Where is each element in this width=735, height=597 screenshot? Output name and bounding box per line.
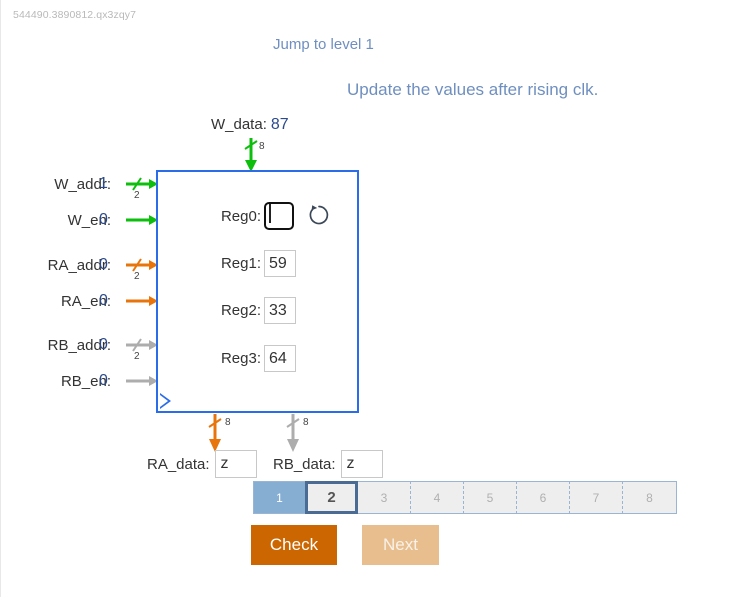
ra-addr-label: RA_addr:: [47, 257, 111, 274]
reg0-label: Reg0:: [220, 207, 261, 225]
reg2-label: Reg2:: [220, 302, 261, 319]
w-en-value: 0: [99, 211, 108, 228]
w-data-arrow-icon: [244, 138, 258, 172]
clock-input-triangle-inner: [160, 395, 168, 407]
input-signal-rb-addr: RB_addr:: [1, 337, 111, 357]
input-signal-w-en: W_en:: [1, 212, 111, 232]
reg1-label: Reg1:: [220, 255, 261, 272]
ra-data-label: RA_data:: [147, 455, 210, 473]
output-signal-ra-data: RA_data:: [147, 450, 257, 478]
rb-en-arrow-icon: [126, 376, 158, 386]
w-data-bus-width: 8: [259, 141, 265, 152]
ra-en-label: RA_en:: [60, 293, 111, 310]
rb-en-value: 0: [99, 372, 108, 389]
rb-addr-arrow-icon: [126, 338, 158, 352]
reg3-label: Reg3:: [220, 350, 261, 367]
step-7[interactable]: 7: [570, 481, 623, 514]
input-signal-ra-addr: RA_addr:: [1, 257, 111, 277]
rb-addr-value: 0: [99, 336, 108, 353]
rb-data-label: RB_data:: [273, 455, 336, 473]
rb-data-bus-width: 8: [303, 417, 309, 428]
step-5[interactable]: 5: [464, 481, 517, 514]
register-row-reg2: Reg2:: [209, 297, 296, 324]
w-data-value: 87: [270, 116, 289, 133]
ra-en-arrow-icon: [126, 296, 158, 306]
step-2[interactable]: 2: [305, 481, 358, 514]
register-row-reg3: Reg3:: [209, 345, 296, 372]
rb-addr-label: RB_addr:: [47, 337, 111, 354]
input-signal-w-addr: W_addr:: [1, 176, 111, 196]
rb-en-label: RB_en:: [60, 373, 111, 390]
reg1-input[interactable]: [264, 250, 296, 277]
reg0-text-caret: [269, 204, 271, 223]
ra-addr-value: 0: [99, 256, 108, 273]
register-row-reg0: Reg0:: [209, 202, 294, 230]
step-6[interactable]: 6: [517, 481, 570, 514]
ra-data-input[interactable]: [214, 450, 257, 478]
step-1[interactable]: 1: [253, 481, 306, 514]
ra-en-value: 0: [99, 292, 108, 309]
rb-data-arrow-icon: [286, 414, 300, 452]
step-3[interactable]: 3: [358, 481, 411, 514]
w-data-signal: W_data:87: [211, 116, 289, 134]
step-4[interactable]: 4: [411, 481, 464, 514]
session-id-watermark: 544490.3890812.qx3zqy7: [13, 9, 137, 21]
rb-data-input[interactable]: [340, 450, 383, 478]
input-signal-ra-en: RA_en:: [1, 293, 111, 313]
w-en-label: W_en:: [67, 212, 111, 229]
register-row-reg1: Reg1:: [209, 250, 296, 277]
input-signal-rb-en: RB_en:: [1, 373, 111, 393]
rb-addr-bus-width: 2: [134, 351, 140, 362]
step-8[interactable]: 8: [623, 481, 676, 514]
w-addr-value: 1: [99, 175, 108, 192]
next-button[interactable]: Next: [362, 525, 439, 565]
reg2-input[interactable]: [264, 297, 296, 324]
ra-addr-bus-width: 2: [134, 271, 140, 282]
w-addr-arrow-icon: [126, 177, 158, 191]
check-button[interactable]: Check: [251, 525, 337, 565]
ra-data-arrow-icon: [208, 414, 222, 452]
step-indicator: 1 2 3 4 5 6 7 8: [253, 481, 676, 514]
w-en-arrow-icon: [126, 215, 158, 225]
jump-to-level-link[interactable]: Jump to level 1: [273, 36, 374, 53]
w-data-label: W_data:: [211, 116, 267, 133]
instruction-text: Update the values after rising clk.: [347, 80, 599, 99]
rotate-ccw-icon[interactable]: [306, 202, 332, 228]
ra-data-bus-width: 8: [225, 417, 231, 428]
reg3-input[interactable]: [264, 345, 296, 372]
w-addr-label: W_addr:: [54, 176, 111, 193]
w-addr-bus-width: 2: [134, 190, 140, 201]
output-signal-rb-data: RB_data:: [273, 450, 383, 478]
ra-addr-arrow-icon: [126, 258, 158, 272]
